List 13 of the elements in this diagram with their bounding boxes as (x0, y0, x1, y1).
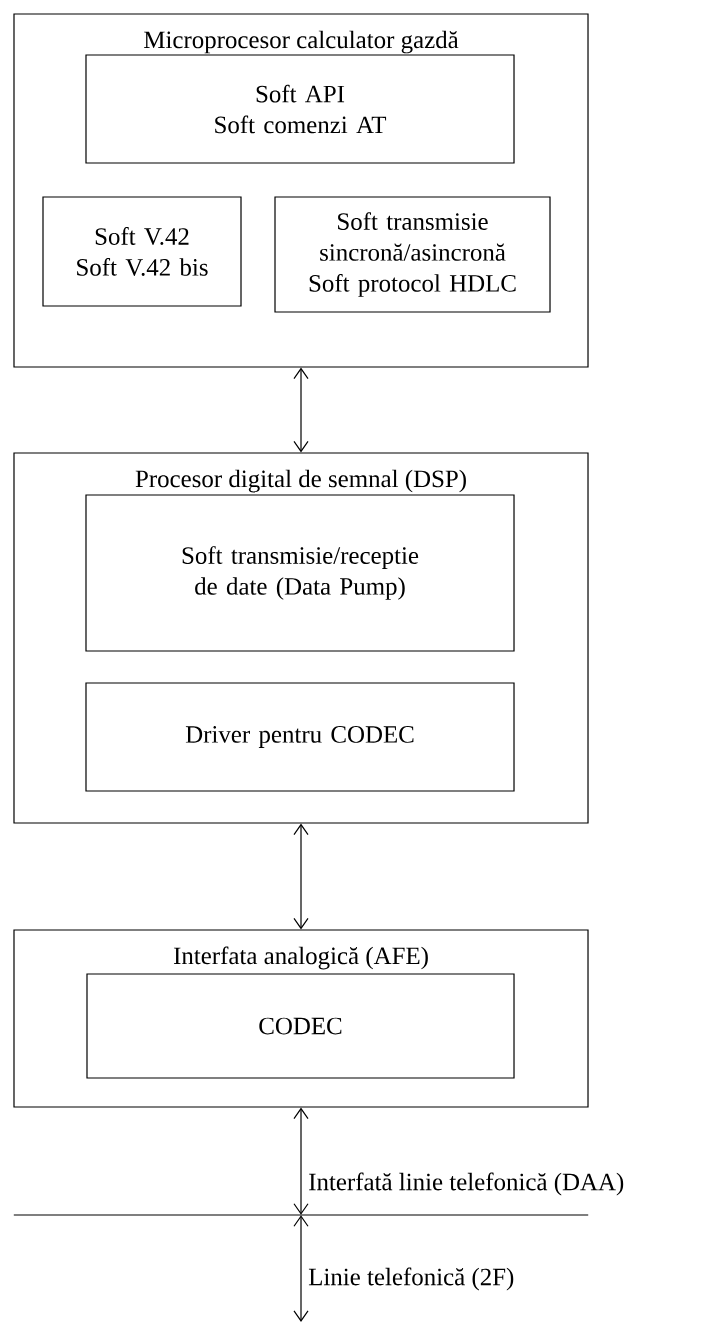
edge-label: Linie telefonică (2F) (307, 1266, 516, 1292)
arrow (293, 823, 309, 930)
module-box: Soft V.42 Soft V.42 bis (42, 196, 242, 307)
module-box: CODEC (86, 973, 515, 1079)
arrow (293, 1215, 309, 1322)
module-box: Soft transmisie/receptie de date (Data Pump) (85, 494, 515, 652)
module-box: Driver pentru CODEC (85, 682, 515, 792)
arrow (293, 1107, 309, 1215)
module-box: Soft API Soft comenzi AT (85, 54, 515, 164)
edge-label: Interfată linie telefonică (DAA) (307, 1171, 626, 1197)
arrow (293, 367, 309, 453)
horizontal-line (13, 1214, 589, 1216)
module-box: Soft transmisie sincronă/asincronă Soft protocol HDLC (274, 196, 551, 313)
